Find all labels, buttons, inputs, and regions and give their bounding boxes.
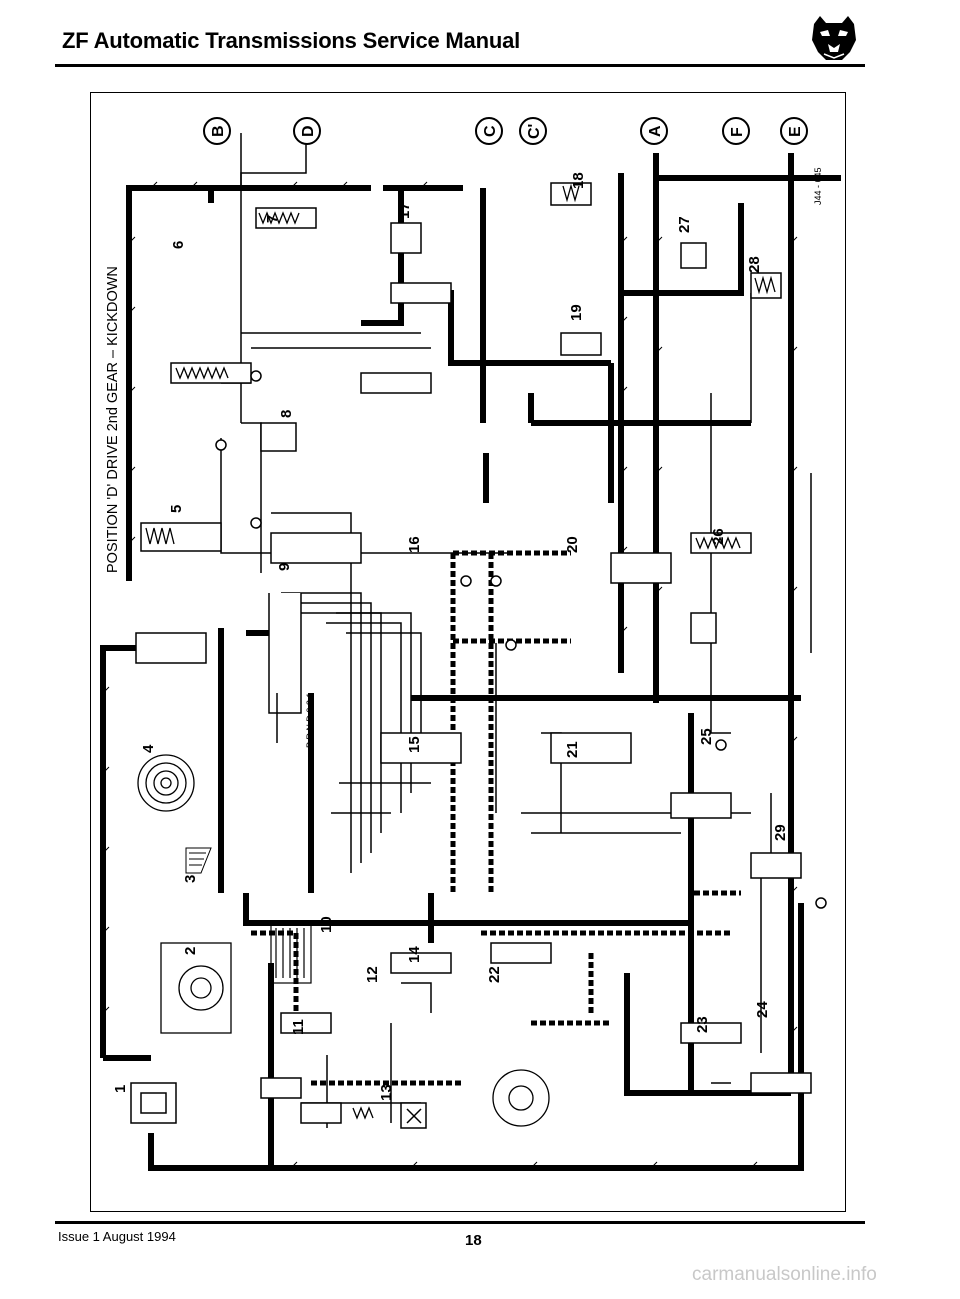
torque-converter-icon — [137, 754, 195, 812]
diagram-title: POSITION 'D' DRIVE 2nd GEAR – KICKDOWN — [105, 266, 121, 573]
dotted-pressure-lines — [251, 550, 741, 1086]
sump-filter-icon — [185, 847, 212, 874]
check-ball-icons — [215, 370, 827, 909]
diagram-frame — [90, 92, 846, 1212]
component-1: 1 — [112, 1085, 129, 1093]
component-10: 10 — [318, 916, 335, 933]
spring-icons — [145, 183, 776, 1120]
manual-valve-selector — [268, 593, 302, 743]
circuit-label-b: B — [210, 125, 227, 137]
selector-positions: P R N D 3 2 1 — [305, 693, 315, 748]
clutch-pack-icon — [270, 922, 312, 984]
component-6: 6 — [170, 241, 187, 249]
circuit-label-f: F — [729, 127, 746, 137]
issue-date: Issue 1 August 1994 — [58, 1229, 176, 1244]
diagram-reference: J44 - 645 — [813, 167, 823, 205]
circuit-label-e: E — [787, 126, 804, 137]
component-22: 22 — [486, 966, 503, 983]
component-26: 26 — [710, 528, 727, 545]
component-5: 5 — [168, 505, 185, 513]
component-16: 16 — [406, 536, 423, 553]
component-4: 4 — [140, 744, 157, 753]
hydraulic-circuit-diagram: POSITION 'D' DRIVE 2nd GEAR – KICKDOWN J… — [100, 117, 841, 1171]
manual-title: ZF Automatic Transmissions Service Manua… — [62, 28, 521, 53]
component-15: 15 — [406, 736, 423, 753]
footer-rule — [55, 1221, 865, 1224]
component-18: 18 — [570, 172, 587, 189]
main-pressure-lines — [100, 153, 841, 1171]
component-14: 14 — [406, 946, 423, 963]
governor-icon — [160, 942, 232, 1034]
component-24: 24 — [754, 1001, 771, 1018]
header-rule — [55, 64, 865, 67]
component-23: 23 — [694, 1016, 711, 1033]
component-28: 28 — [746, 256, 763, 273]
component-7: 7 — [264, 215, 281, 223]
component-2: 2 — [182, 947, 199, 955]
circuit-label-c-prime: C' — [526, 124, 543, 139]
circuit-nodes — [203, 117, 808, 145]
page-number: 18 — [465, 1232, 482, 1249]
component-17: 17 — [396, 202, 413, 219]
component-3: 3 — [182, 875, 199, 883]
solenoid-icon — [400, 1102, 427, 1129]
pump-assembly-icon — [130, 1082, 177, 1124]
circuit-label-d: D — [300, 125, 317, 137]
component-11: 11 — [290, 1019, 307, 1035]
component-13: 13 — [378, 1084, 395, 1101]
component-8: 8 — [278, 410, 295, 418]
component-27: 27 — [676, 216, 693, 233]
component-19: 19 — [568, 304, 585, 321]
valve-bodies — [135, 182, 812, 1124]
component-25: 25 — [698, 728, 715, 745]
jaguar-head-icon — [812, 16, 856, 60]
component-29: 29 — [772, 824, 789, 841]
circuit-label-a: A — [647, 125, 664, 137]
component-21: 21 — [564, 741, 581, 758]
flow-ticks — [102, 181, 798, 1169]
circuit-label-c: C — [482, 125, 499, 137]
thin-signal-lines — [220, 133, 812, 1128]
watermark: carmanualsonline.info — [692, 1264, 877, 1285]
component-9: 9 — [276, 563, 293, 571]
servo-disc-icon — [492, 1069, 550, 1127]
component-20: 20 — [564, 536, 581, 553]
component-12: 12 — [364, 966, 381, 983]
